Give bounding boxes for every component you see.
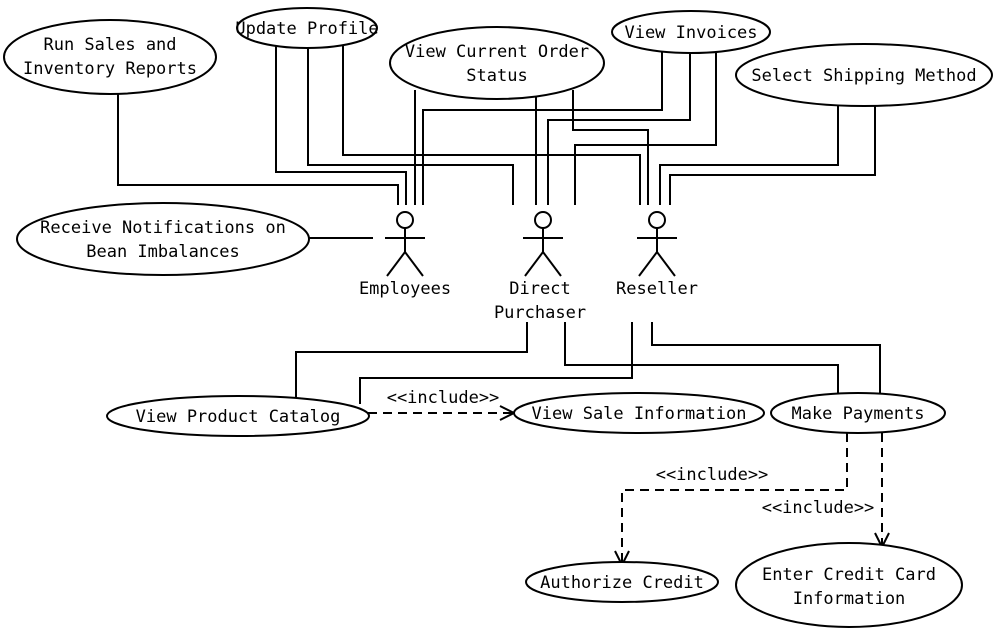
use-case-receive-notifications-label-1: Receive Notifications on	[40, 218, 286, 238]
include-relations: <<include>> <<include>> <<include>>	[368, 388, 890, 568]
use-case-enter-credit-card-label-2: Information	[793, 589, 906, 609]
line-update-profile-employees	[275, 40, 407, 205]
use-case-update-profile: Update Profile	[235, 7, 379, 49]
use-case-view-order-status-label-1: View Current Order	[405, 42, 589, 62]
association-lines	[117, 40, 881, 404]
use-case-select-shipping-label: Select Shipping Method	[751, 66, 976, 86]
actor-direct-purchaser: Direct Purchaser	[494, 211, 586, 323]
line-invoices-direct-2	[574, 46, 717, 205]
line-direct-payments	[564, 322, 839, 398]
include-label-2: <<include>>	[656, 465, 769, 485]
include-line-payments-authorize	[621, 433, 848, 563]
use-case-run-sales-label-1: Run Sales and	[43, 35, 176, 55]
use-case-view-order-status-ellipse	[389, 26, 605, 100]
use-case-authorize-credit-ellipse	[525, 561, 719, 603]
use-case-view-product-catalog-label: View Product Catalog	[136, 407, 341, 427]
use-case-view-order-status: View Current Order Status	[389, 26, 605, 100]
use-case-view-product-catalog-ellipse	[106, 395, 370, 437]
include-label-1: <<include>>	[387, 388, 500, 408]
line-invoices-employees	[422, 46, 663, 205]
line-run-sales-employees	[117, 88, 399, 205]
use-case-make-payments-ellipse	[770, 392, 946, 434]
use-case-update-profile-label: Update Profile	[235, 19, 378, 39]
use-case-enter-credit-card-label-1: Enter Credit Card	[762, 565, 936, 585]
line-order-status-reseller	[572, 90, 649, 205]
use-case-authorize-credit-label: Authorize Credit	[540, 573, 704, 593]
use-case-authorize-credit: Authorize Credit	[525, 561, 719, 603]
use-case-view-invoices: View Invoices	[611, 10, 771, 54]
use-case-view-sale-information-ellipse	[513, 392, 765, 434]
line-reseller-payments	[651, 322, 881, 398]
actor-employees-label: Employees	[359, 279, 451, 299]
line-invoices-direct	[547, 46, 691, 205]
actor-reseller-label: Reseller	[616, 279, 698, 299]
line-shipping-reseller	[659, 100, 839, 205]
include-label-3: <<include>>	[762, 498, 875, 518]
use-case-view-sale-information: View Sale Information	[513, 392, 765, 434]
use-case-run-sales: Run Sales and Inventory Reports	[3, 19, 217, 95]
use-case-select-shipping: Select Shipping Method	[735, 43, 993, 107]
actor-direct-purchaser-label-1: Direct	[509, 279, 570, 299]
use-case-run-sales-label-2: Inventory Reports	[23, 59, 197, 79]
line-update-profile-direct	[307, 40, 514, 205]
use-case-receive-notifications-ellipse	[16, 202, 310, 276]
stick-figure-icon	[523, 211, 563, 277]
use-case-enter-credit-card: Enter Credit Card Information	[735, 542, 963, 628]
actor-employees: Employees	[359, 211, 451, 299]
use-case-make-payments: Make Payments	[770, 392, 946, 434]
actor-reseller: Reseller	[616, 211, 698, 299]
use-case-run-sales-ellipse	[3, 19, 217, 95]
stick-figure-icon	[637, 211, 677, 277]
stick-figure-icon	[385, 211, 425, 277]
use-case-receive-notifications: Receive Notifications on Bean Imbalances	[16, 202, 310, 276]
use-case-view-product-catalog: View Product Catalog	[106, 395, 370, 437]
line-update-profile-reseller	[342, 40, 641, 205]
use-case-make-payments-label: Make Payments	[791, 404, 924, 424]
use-case-select-shipping-ellipse	[735, 43, 993, 107]
use-case-update-profile-ellipse	[236, 7, 378, 49]
use-case-view-order-status-label-2: Status	[466, 66, 527, 86]
use-case-receive-notifications-label-2: Bean Imbalances	[86, 242, 240, 262]
use-case-view-sale-information-label: View Sale Information	[532, 404, 747, 424]
line-direct-catalog	[295, 322, 528, 398]
use-case-view-invoices-label: View Invoices	[624, 23, 757, 43]
use-case-enter-credit-card-ellipse	[735, 542, 963, 628]
line-shipping-reseller-2	[669, 100, 876, 205]
use-case-view-invoices-ellipse	[611, 10, 771, 54]
actor-direct-purchaser-label-2: Purchaser	[494, 303, 586, 323]
line-reseller-catalog	[359, 322, 633, 404]
